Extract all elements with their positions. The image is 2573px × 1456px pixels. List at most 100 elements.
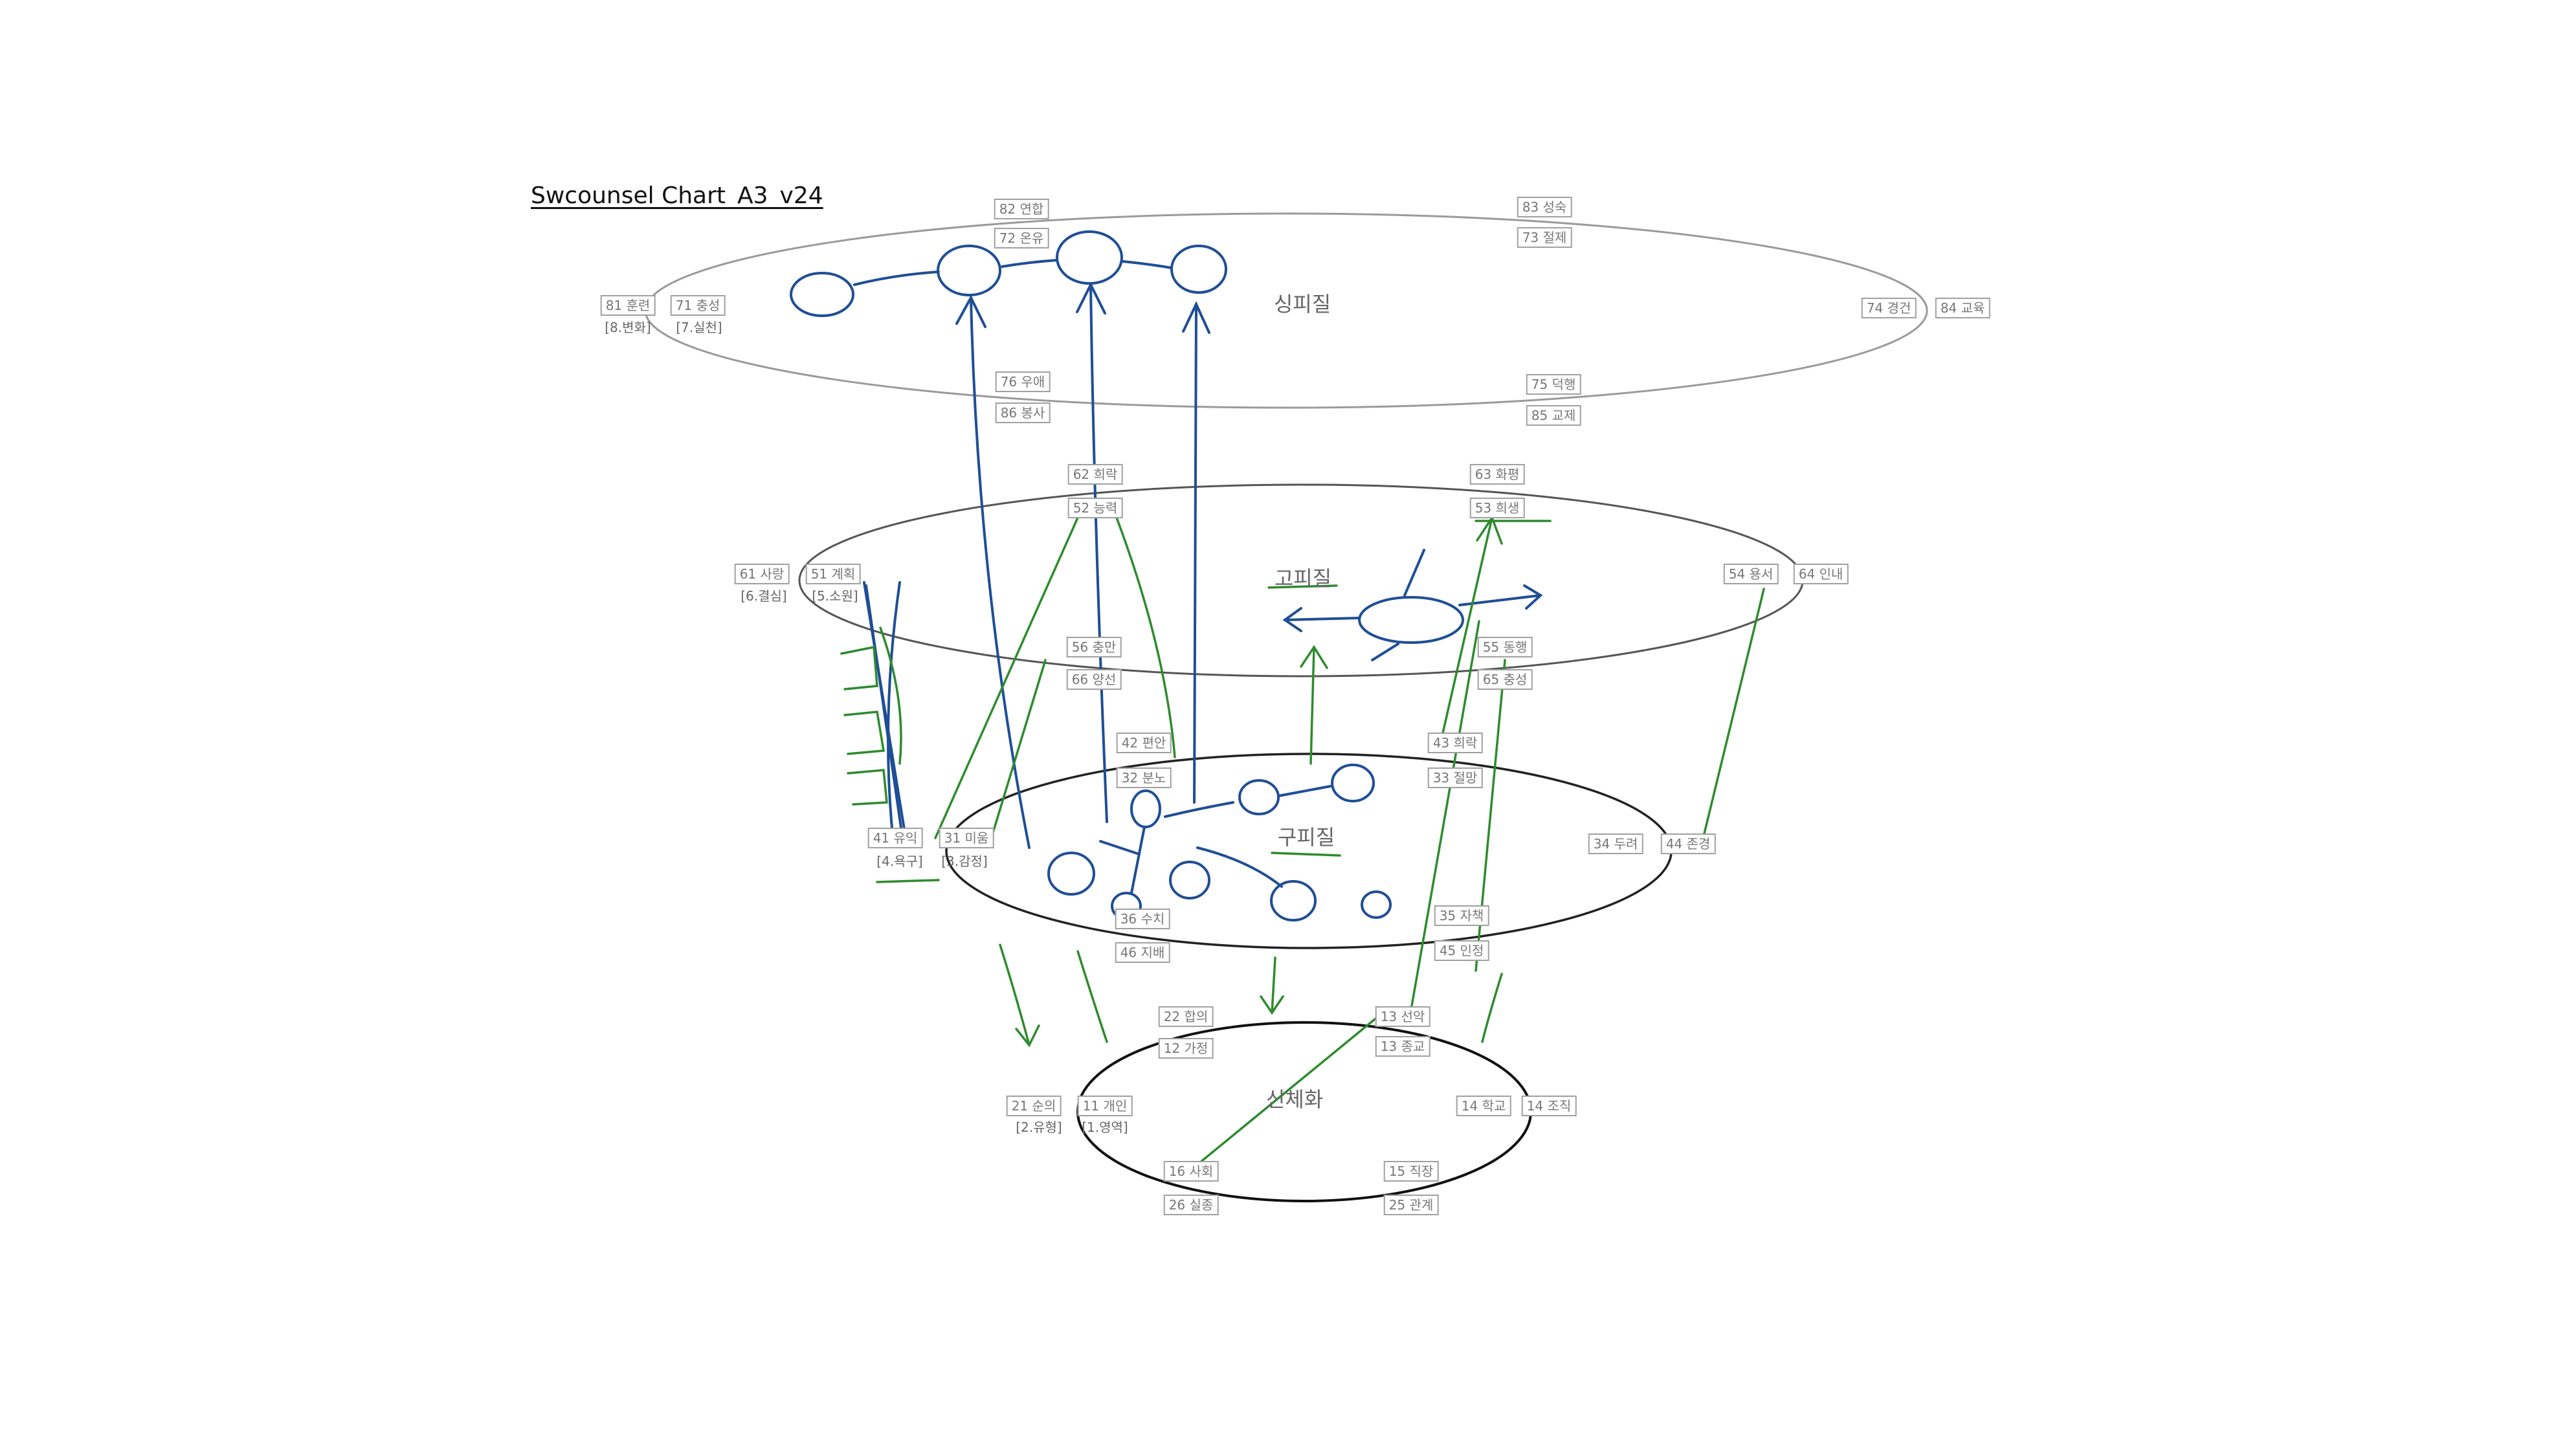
green-underline-upper bbox=[1267, 584, 1338, 589]
layer-label-bottom: 신체화 bbox=[1265, 1087, 1324, 1112]
node-52: 52 능력 bbox=[1067, 498, 1123, 518]
blue-link-2 bbox=[1001, 259, 1058, 268]
green-arrowhead-4 bbox=[1300, 645, 1328, 669]
layer-label-top: 싱피질 bbox=[1273, 292, 1331, 316]
node-56: 56 충만 bbox=[1066, 637, 1122, 657]
blue-loop-mid-3 bbox=[1169, 861, 1210, 899]
node-31: 31 미움 bbox=[939, 828, 994, 848]
node-35: 35 자책 bbox=[1434, 905, 1489, 926]
node-55: 55 동행 bbox=[1477, 637, 1533, 657]
node-32: 32 분노 bbox=[1116, 767, 1172, 788]
green-arrow-13 bbox=[1481, 973, 1503, 1043]
green-underline-middle bbox=[1271, 852, 1341, 857]
blue-link-3 bbox=[1122, 260, 1173, 269]
node-83: 83 성숙 bbox=[1517, 197, 1572, 217]
green-arrow-2 bbox=[1115, 516, 1176, 758]
blue-arrow-4 bbox=[887, 581, 901, 843]
green-arrow-1 bbox=[934, 516, 1079, 839]
node-11: 11 개인 bbox=[1077, 1096, 1133, 1116]
green-arrow-9 bbox=[1180, 1015, 1380, 1179]
node-16: 16 사회 bbox=[1163, 1161, 1219, 1182]
blue-loop-mid-7 bbox=[1361, 890, 1392, 919]
node-51: 51 계획 bbox=[805, 564, 861, 584]
node-12: 12 가정 bbox=[1158, 1038, 1214, 1059]
sub-1: [1.영역] bbox=[1082, 1120, 1128, 1135]
blue-arrow-1 bbox=[970, 296, 1030, 849]
node-45: 45 인정 bbox=[1434, 940, 1489, 961]
node-13-b: 13 종교 bbox=[1375, 1036, 1431, 1057]
node-84: 84 교육 bbox=[1935, 298, 1990, 318]
node-71: 71 충성 bbox=[670, 295, 726, 316]
node-81: 81 훈련 bbox=[600, 295, 656, 316]
blue-loop-mid-6 bbox=[1270, 880, 1317, 921]
node-75: 75 덕행 bbox=[1526, 374, 1581, 395]
green-scribble-4 bbox=[879, 626, 902, 765]
node-41: 41 유익 bbox=[867, 828, 923, 848]
blue-link-mid-2 bbox=[1277, 785, 1331, 797]
blue-link-mid-5 bbox=[1099, 840, 1141, 855]
node-74: 74 경건 bbox=[1861, 298, 1917, 318]
node-73: 73 절제 bbox=[1517, 227, 1572, 248]
node-44: 44 존경 bbox=[1660, 833, 1716, 854]
node-15: 15 직장 bbox=[1383, 1161, 1439, 1182]
node-61: 61 사랑 bbox=[734, 564, 790, 584]
blue-arrow-2 bbox=[1089, 283, 1108, 823]
node-64: 64 인내 bbox=[1793, 564, 1849, 584]
node-34: 34 두려 bbox=[1588, 833, 1643, 854]
node-63: 63 화평 bbox=[1469, 464, 1525, 485]
blue-arrow-upper-1 bbox=[1284, 617, 1361, 621]
node-85: 85 교제 bbox=[1526, 405, 1581, 426]
sub-6: [6.결심] bbox=[741, 588, 787, 604]
green-arrowhead-10 bbox=[1015, 1024, 1040, 1048]
blue-arrowhead-2 bbox=[1076, 281, 1106, 314]
node-14-b: 14 조직 bbox=[1521, 1096, 1577, 1116]
layer-label-middle: 구피질 bbox=[1277, 825, 1335, 850]
green-arrow-8 bbox=[1701, 588, 1765, 843]
node-72: 72 온유 bbox=[994, 228, 1049, 248]
node-25: 25 관계 bbox=[1383, 1195, 1439, 1215]
blue-loop-mid-2 bbox=[1130, 789, 1161, 828]
green-arrow-10 bbox=[999, 943, 1030, 1046]
green-arrow-4 bbox=[1309, 646, 1315, 765]
blue-loop-1 bbox=[790, 272, 854, 317]
green-scribble-3 bbox=[847, 769, 888, 806]
blue-link-mid-3 bbox=[1196, 846, 1283, 888]
green-arrow-12 bbox=[1271, 956, 1276, 1014]
sub-5: [5.소원] bbox=[812, 588, 858, 604]
blue-arrowhead-1 bbox=[955, 294, 986, 328]
blue-loop-mid-1 bbox=[1047, 852, 1095, 896]
node-82: 82 연합 bbox=[994, 199, 1049, 219]
node-22: 22 합의 bbox=[1158, 1006, 1214, 1027]
blue-arrow-upper-3 bbox=[1403, 549, 1425, 597]
ellipse-middle-layer bbox=[945, 753, 1673, 949]
green-underline-41 bbox=[876, 879, 940, 883]
node-62: 62 희락 bbox=[1067, 464, 1123, 485]
blue-ink-strokes bbox=[790, 230, 1543, 921]
blue-loop-4 bbox=[1170, 245, 1227, 294]
blue-arrowhead-upper-1 bbox=[1282, 607, 1302, 632]
layer-label-upper: 고피질 bbox=[1274, 566, 1332, 591]
green-arrow-5 bbox=[1439, 516, 1493, 745]
blue-loop-3 bbox=[1056, 230, 1123, 285]
green-arrow-11 bbox=[1076, 950, 1108, 1043]
blue-arrowhead-upper-2 bbox=[1523, 584, 1543, 610]
node-76: 76 우애 bbox=[995, 371, 1051, 392]
node-21: 21 순의 bbox=[1006, 1096, 1062, 1116]
green-arrow-3 bbox=[989, 659, 1047, 843]
node-86: 86 봉사 bbox=[995, 403, 1051, 423]
blue-loop-upper bbox=[1358, 596, 1464, 644]
blue-link-mid-1 bbox=[1164, 801, 1234, 818]
node-46: 46 지배 bbox=[1115, 942, 1170, 963]
node-54: 54 용서 bbox=[1723, 564, 1779, 584]
sub-8: [8.변화] bbox=[605, 320, 651, 335]
green-scribble-2 bbox=[843, 711, 886, 755]
blue-loop-mid-4 bbox=[1238, 779, 1280, 815]
sub-7: [7.실천] bbox=[676, 320, 722, 335]
blue-arrow-upper-4 bbox=[1371, 643, 1399, 661]
node-26: 26 실종 bbox=[1163, 1195, 1219, 1215]
node-43: 43 희락 bbox=[1427, 733, 1483, 753]
blue-loop-2 bbox=[937, 245, 1001, 296]
node-13-a: 13 선악 bbox=[1375, 1006, 1431, 1027]
